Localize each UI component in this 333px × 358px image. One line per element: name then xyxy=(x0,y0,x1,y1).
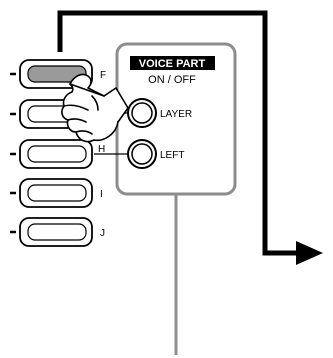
side-button-h[interactable] xyxy=(10,140,92,168)
side-button-h-letter: H xyxy=(98,144,105,155)
side-button-f-letter: F xyxy=(100,70,106,81)
box-subtitle: ON / OFF xyxy=(148,74,196,86)
layer-button[interactable] xyxy=(128,99,156,127)
left-label: LEFT xyxy=(160,150,184,161)
side-button-j[interactable] xyxy=(10,218,92,246)
left-button[interactable] xyxy=(128,140,156,168)
side-button-i[interactable] xyxy=(10,179,92,207)
side-button-i-letter: I xyxy=(100,189,103,200)
box-title: VOICE PART xyxy=(139,58,206,70)
layer-label: LAYER xyxy=(160,109,192,120)
arrow-right-icon xyxy=(296,241,323,265)
side-button-j-letter: J xyxy=(100,228,105,239)
